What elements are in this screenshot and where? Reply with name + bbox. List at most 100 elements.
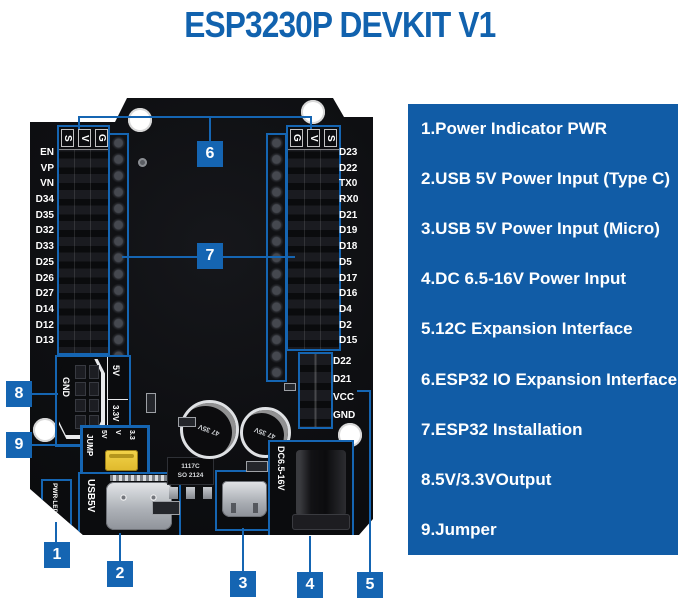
callout-line-3 — [242, 528, 244, 572]
capacitor-label: 47 35V — [197, 422, 222, 437]
pin-label: D34 — [35, 194, 54, 206]
callout-box-8: 8 — [6, 381, 32, 407]
capacitor-label: 47 35V — [253, 425, 278, 440]
jumper-33-label: 3.3 — [128, 430, 135, 440]
dc-jack-barrel — [296, 450, 346, 516]
callout-line-2 — [119, 533, 121, 562]
regulator-leg — [186, 487, 195, 499]
screw-dot — [150, 494, 157, 501]
callout-line-6 — [78, 116, 80, 129]
pin-label: D26 — [35, 272, 54, 284]
header-letter: G — [290, 129, 303, 147]
header-letter: G — [95, 129, 108, 147]
pin-label: D4 — [339, 303, 352, 315]
callout-line-8 — [32, 393, 58, 395]
power-output-block: GND 5V 3.3V — [55, 355, 131, 447]
pin-label: VP — [40, 162, 54, 174]
pin-label: D12 — [35, 319, 54, 331]
callout-box-4: 4 — [297, 572, 323, 598]
jumper-5v-label: 5V — [100, 430, 107, 439]
esp32-socket-strip-left — [108, 133, 129, 377]
mounting-hole — [128, 108, 152, 132]
smd-component — [146, 393, 156, 413]
callout-line-1 — [55, 522, 57, 543]
smd-component — [178, 417, 196, 427]
callout-line-4 — [309, 536, 311, 573]
pin-label: D22 — [339, 162, 358, 174]
jumper-cap — [105, 450, 138, 471]
regulator-body: 1117C SO 2124 — [167, 457, 214, 485]
usb-c-pins — [110, 475, 168, 481]
regulator-text: 1117C — [181, 463, 200, 470]
micro-usb-leg — [253, 503, 258, 513]
voltage-regulator: 1117C SO 2124 — [167, 457, 214, 501]
pin-label: GND — [333, 410, 356, 421]
pin-label: D23 — [339, 147, 358, 158]
legend-item-7: 7.ESP32 Installation — [421, 419, 583, 439]
legend-panel: 1.Power Indicator PWR 2.USB 5V Power Inp… — [408, 104, 678, 555]
pin-label: D21 — [339, 209, 358, 221]
callout-box-6: 6 — [197, 141, 223, 167]
pin-label: D19 — [339, 225, 358, 237]
right-io-header-block: G V S — [286, 125, 341, 351]
smd-component — [284, 383, 296, 391]
micro-usb-port — [215, 470, 274, 531]
page-title-text: ESP3230P DEVKIT V1 — [184, 4, 496, 45]
pin-label: D14 — [35, 303, 54, 315]
callout-box-5: 5 — [357, 572, 383, 598]
mounting-hole — [33, 418, 57, 442]
micro-usb-connector — [222, 481, 267, 517]
callout-line-6 — [310, 116, 312, 129]
pin-label: D18 — [339, 241, 358, 253]
dc-jack-port: DC6.5-16V — [268, 440, 354, 535]
header-letter: V — [78, 129, 91, 147]
pin-label: EN — [40, 147, 54, 158]
callout-line-5 — [369, 390, 371, 573]
gnd-label: GND — [61, 377, 71, 397]
legend-item-9: 9.Jumper — [421, 519, 497, 539]
legend-item-8: 8.5V/3.3VOutput — [421, 469, 552, 489]
pin-label: RX0 — [339, 194, 359, 206]
pcb-board: EN VP VN D34 D35 D32 D33 D25 D26 D27 D14… — [30, 98, 373, 535]
pin-label: D16 — [339, 288, 358, 300]
legend-item-3: 3.USB 5V Power Input (Micro) — [421, 219, 660, 239]
legend-item-5: 5.12C Expansion Interface — [421, 319, 633, 339]
callout-box-2: 2 — [107, 561, 133, 587]
callout-line-6 — [209, 116, 211, 142]
legend-item-1: 1.Power Indicator PWR — [421, 119, 608, 139]
usb5v-label: USB5V — [85, 479, 96, 513]
screw-hole — [138, 158, 147, 167]
pwr-led-block: PWR-LED — [41, 479, 72, 526]
voltage-labels: 5V 3.3V — [107, 357, 128, 441]
i2c-expansion-header — [298, 352, 333, 429]
screw-dot — [120, 494, 127, 501]
divider — [108, 399, 128, 400]
regulator-leg — [169, 487, 178, 499]
pin-label: D33 — [35, 241, 54, 253]
left-header-letters: S V G — [59, 127, 108, 150]
callout-line-6 — [78, 116, 312, 118]
callout-box-1: 1 — [44, 542, 70, 568]
pin-label: TX0 — [339, 178, 358, 190]
3v3-label: 3.3V — [111, 405, 120, 422]
left-io-header-block: S V G — [57, 125, 110, 355]
header-letter: S — [61, 129, 74, 147]
callout-line-5 — [357, 390, 371, 392]
smd-component — [152, 501, 180, 515]
pin-label: D5 — [339, 256, 352, 268]
legend-item-2: 2.USB 5V Power Input (Type C) — [421, 169, 671, 189]
callout-box-9: 9 — [6, 432, 32, 458]
regulator-leg — [203, 487, 212, 499]
capacitor: 47 35V — [180, 400, 239, 459]
pwr-led-label: PWR-LED — [51, 483, 58, 514]
dc-jack-flange — [292, 514, 350, 530]
i2c-pin-labels: D22 D21 VCC GND — [333, 353, 369, 425]
capacitor: 47 35V — [240, 407, 291, 458]
regulator-text: SO 2124 — [177, 472, 204, 479]
pin-label: VN — [40, 178, 54, 190]
pin-label: D21 — [333, 374, 352, 385]
mounting-hole — [301, 100, 325, 124]
jumper-v-label: V — [114, 430, 121, 435]
output-pin-grid — [75, 365, 99, 429]
legend-item-6: 6.ESP32 IO Expansion Interface — [421, 369, 678, 389]
